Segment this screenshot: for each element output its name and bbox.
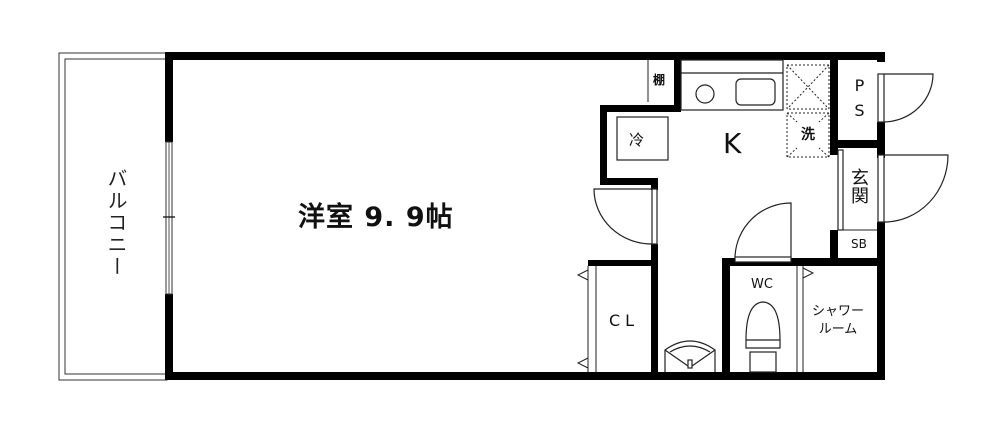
closet <box>576 266 597 372</box>
fridge-label: 冷 <box>629 131 645 149</box>
pipe-space-label: PS <box>850 76 869 126</box>
shower-label-line1: シャワー <box>811 304 864 319</box>
shower-partition <box>796 266 815 372</box>
shoe-box-label: SB <box>851 237 867 251</box>
toilet-label: WC <box>751 277 773 292</box>
interior-walls <box>588 60 885 380</box>
ps-door <box>877 73 934 123</box>
toilet-fixture <box>745 301 781 373</box>
appliance-boxes <box>786 64 830 158</box>
kitchen-counter <box>680 59 784 111</box>
shower-label-line2: ルーム <box>818 322 858 338</box>
entrance-label: 玄関 <box>848 168 869 204</box>
balcony-label: バルコニー <box>104 168 128 278</box>
room-door <box>593 188 658 245</box>
kitchen-label: K <box>723 127 742 160</box>
shelf-label: 棚 <box>653 73 666 87</box>
main-room-label: 洋室 9. 9帖 <box>298 202 454 233</box>
wc-door <box>734 202 792 263</box>
balcony-window <box>163 141 175 295</box>
wash-basin <box>664 340 716 372</box>
outer-walls <box>165 52 885 380</box>
shower-room-label: シャワールーム <box>808 303 868 339</box>
washer-label: 洗 <box>801 127 815 143</box>
closet-label: CL <box>609 311 640 330</box>
fridge-box <box>616 116 669 161</box>
